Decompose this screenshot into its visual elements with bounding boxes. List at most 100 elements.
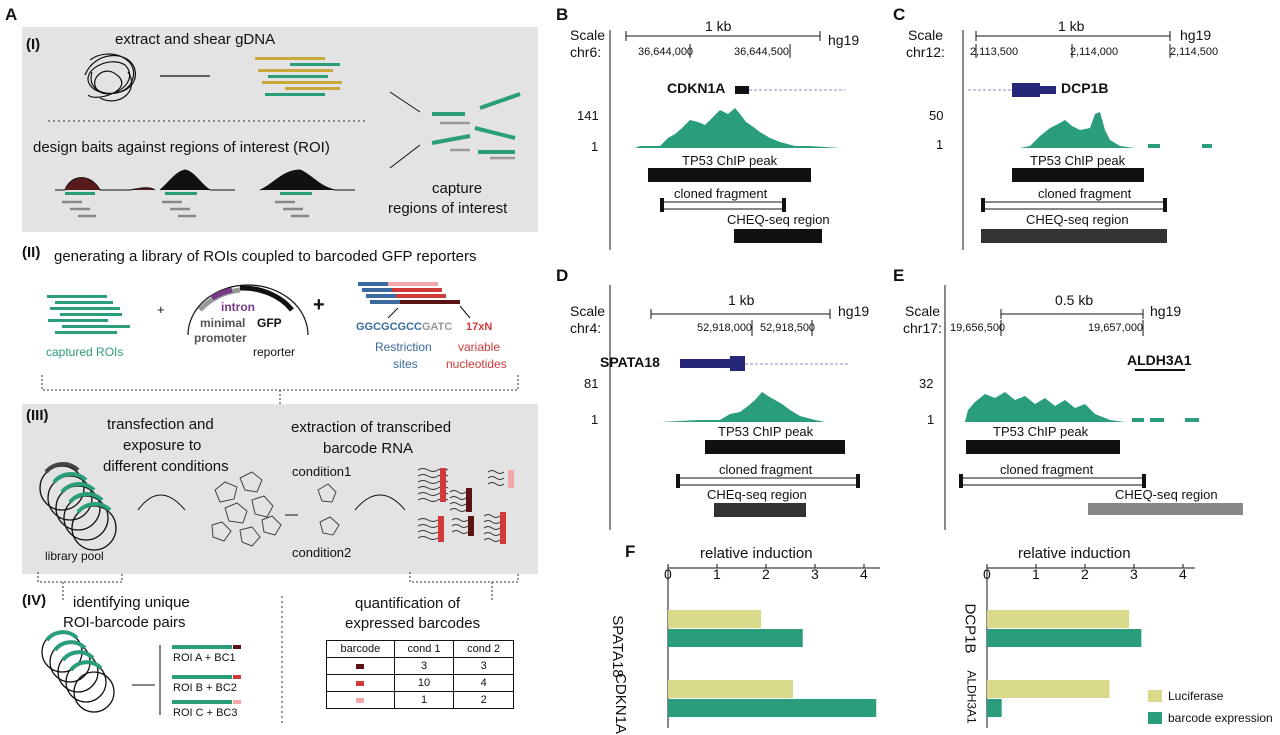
step1-design: design baits against regions of interest… — [33, 139, 330, 156]
condition2-label: condition2 — [292, 545, 352, 560]
legend-barcode: barcode expression — [1168, 711, 1273, 725]
track-d-ymax: 81 — [584, 376, 599, 391]
panel-label-a: A — [5, 5, 18, 24]
panel-label-d: D — [556, 266, 569, 285]
track-c-tick: 2,113,500 — [970, 46, 1019, 58]
track-b-cheq: CHEQ-seq region — [727, 212, 830, 227]
track-c-scale: Scale — [908, 27, 944, 43]
reporter-plasmid-icon — [187, 284, 309, 336]
sheared-fragments — [255, 57, 342, 96]
track-d-scale: Scale — [570, 303, 606, 319]
track-c-tick: 2,114,500 — [1170, 46, 1219, 58]
track-e-graphics — [944, 285, 1243, 530]
track-c-cheq: CHEQ-seq region — [1026, 212, 1129, 227]
step1-number: (I) — [26, 36, 41, 53]
track-b-scale: Scale — [570, 27, 606, 43]
chart-left-category-1: CDKN1A — [611, 673, 629, 734]
restriction-sequence: GGCGCGCCGATC — [356, 321, 453, 333]
x-tick-label: 1 — [1032, 566, 1040, 582]
track-e-peak: TP53 ChIP peak — [993, 424, 1089, 439]
bar-luciferase-cdkn1a — [668, 680, 793, 698]
track-c-cloned: cloned fragment — [1038, 186, 1132, 201]
track-e-ymax: 32 — [919, 376, 934, 391]
x-tick-label: 2 — [762, 566, 770, 582]
track-c-tick: 2,114,000 — [1070, 46, 1119, 58]
transfection-line2: exposure to — [123, 437, 202, 454]
x-tick-label: 1 — [713, 566, 721, 582]
step1-panel — [22, 27, 538, 232]
track-d-peak: TP53 ChIP peak — [718, 424, 814, 439]
extraction-line1: extraction of transcribed — [291, 419, 452, 436]
chart-right-category-1: ALDH3A1 — [964, 670, 979, 724]
track-e-chr: chr17: — [903, 320, 942, 336]
track-c-chr: chr12: — [906, 44, 945, 60]
plus-sign-1: + — [157, 302, 165, 317]
bar-barcode-expression-dcp1b — [987, 629, 1142, 647]
pair-label-a: ROI A + BC1 — [173, 652, 236, 664]
reporter-label: reporter — [253, 345, 296, 359]
track-b-graphics — [609, 30, 845, 250]
roi-barcode-plasmids — [41, 630, 115, 713]
restriction-label-2: sites — [393, 357, 418, 371]
bar-luciferase-dcp1b — [987, 610, 1130, 628]
track-c-graphics — [962, 30, 1212, 250]
track-b-chr: chr6: — [570, 44, 602, 60]
x-tick-label: 4 — [860, 566, 868, 582]
track-c-peak: TP53 ChIP peak — [1030, 153, 1126, 168]
roi-peaks — [55, 169, 355, 191]
track-b-kb: 1 kb — [705, 18, 732, 34]
quant-line2: expressed barcodes — [345, 615, 481, 632]
chart-left-bars — [667, 564, 877, 717]
track-b-peak: TP53 ChIP peak — [682, 153, 778, 168]
track-c-kb: 1 kb — [1058, 18, 1085, 34]
x-tick-label: 4 — [1179, 566, 1187, 582]
step2-number: (II) — [22, 244, 41, 261]
gdna-tangle-icon — [84, 53, 136, 102]
track-d-cloned: cloned fragment — [719, 462, 813, 477]
chart-right-category-0: DCP1B — [961, 603, 979, 654]
panel-label-f: F — [625, 542, 636, 561]
legend-luciferase: Luciferase — [1168, 689, 1224, 703]
step3-number: (III) — [26, 407, 49, 424]
identify-line1: identifying unique — [73, 594, 190, 611]
step4-number: (IV) — [22, 592, 47, 609]
promoter-label: promoter — [194, 331, 247, 345]
track-b-tick: 36,644,000 — [638, 46, 694, 58]
legend-barcode-swatch — [1148, 712, 1162, 724]
barcode-swatch — [356, 664, 365, 669]
bar-barcode-expression-cdkn1a — [668, 699, 877, 717]
track-e-gene: ALDH3A1 — [1127, 352, 1192, 368]
variable-label-2: nucleotides — [446, 357, 507, 371]
track-d-build: hg19 — [838, 303, 870, 319]
track-e-cloned: cloned fragment — [1000, 462, 1094, 477]
track-e-ymin: 1 — [927, 412, 935, 427]
track-c-ymax: 50 — [929, 108, 944, 123]
bar-luciferase-aldh3a1 — [987, 680, 1110, 698]
panel-label-b: B — [556, 5, 569, 24]
condition1-label: condition1 — [292, 464, 352, 479]
track-b-gene: CDKN1A — [667, 80, 726, 96]
rna-barcodes — [417, 468, 514, 544]
track-c-build: hg19 — [1180, 27, 1212, 43]
variable-sequence: 17xN — [466, 321, 493, 333]
restriction-label-1: Restriction — [375, 340, 432, 354]
plus-sign-2: + — [313, 294, 325, 316]
bar-luciferase-spata18 — [668, 610, 762, 628]
quant-line1: quantification of — [355, 595, 461, 612]
x-tick-label: 3 — [811, 566, 819, 582]
variable-label-1: variable — [458, 340, 501, 354]
table-header: cond 2 — [453, 640, 514, 658]
track-b-ymax: 141 — [577, 108, 599, 123]
track-d-gene: SPATA18 — [600, 354, 660, 370]
track-c-ymin: 1 — [936, 137, 944, 152]
x-tick-label: 2 — [1081, 566, 1089, 582]
extraction-line2: barcode RNA — [323, 440, 414, 457]
track-d-chr: chr4: — [570, 320, 602, 336]
legend-luciferase-swatch — [1148, 690, 1162, 702]
track-d-ymin: 1 — [591, 412, 599, 427]
chart-right-bars — [986, 564, 1184, 717]
